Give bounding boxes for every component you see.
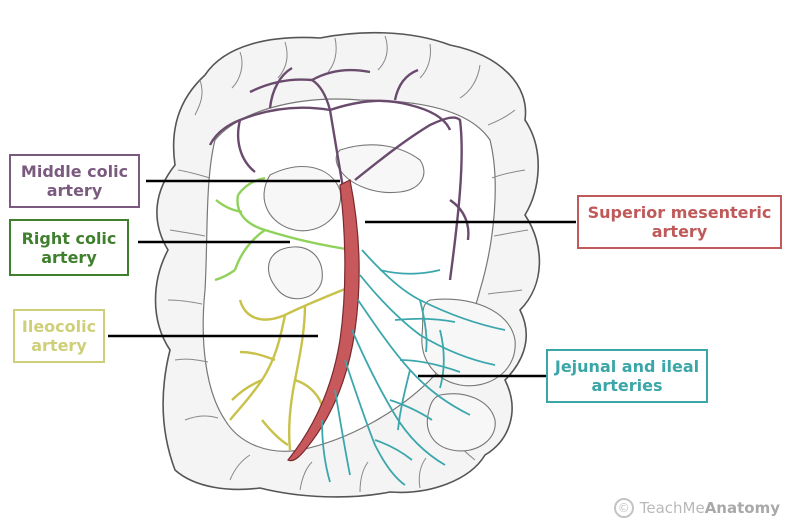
label-line-2: artery	[46, 181, 103, 200]
label-right-colic-artery: Right colic artery	[9, 219, 129, 276]
label-jejunal-ileal-arteries: Jejunal and ileal arteries	[546, 349, 708, 403]
label-line-2: arteries	[591, 376, 663, 395]
watermark-brand: Anatomy	[704, 499, 780, 517]
right-colic-vessels	[214, 176, 353, 282]
watermark-prefix: TeachMe	[639, 499, 705, 517]
copyright-icon: ©	[613, 498, 634, 518]
label-line-2: artery	[41, 247, 97, 267]
label-line-1: Superior mesenteric	[587, 203, 772, 222]
label-middle-colic-artery: Middle colic artery	[9, 154, 140, 208]
leader-lines	[108, 179, 576, 378]
label-line-1: Middle colic	[20, 162, 129, 181]
ileocolic-vessels	[229, 283, 356, 451]
label-superior-mesenteric-artery: Superior mesenteric artery	[577, 195, 782, 249]
label-line-1: Ileocolic	[21, 317, 97, 336]
colon-haustra	[167, 35, 529, 493]
middle-colic-vessels	[208, 66, 470, 281]
label-line-1: Right colic	[21, 228, 117, 248]
jejunal-ileal-vessels	[321, 249, 506, 486]
label-line-2: artery	[651, 222, 708, 241]
label-ileocolic-artery: Ileocolic artery	[13, 309, 105, 363]
label-line-2: artery	[31, 336, 87, 355]
label-line-1: Jejunal and ileal	[554, 357, 700, 376]
